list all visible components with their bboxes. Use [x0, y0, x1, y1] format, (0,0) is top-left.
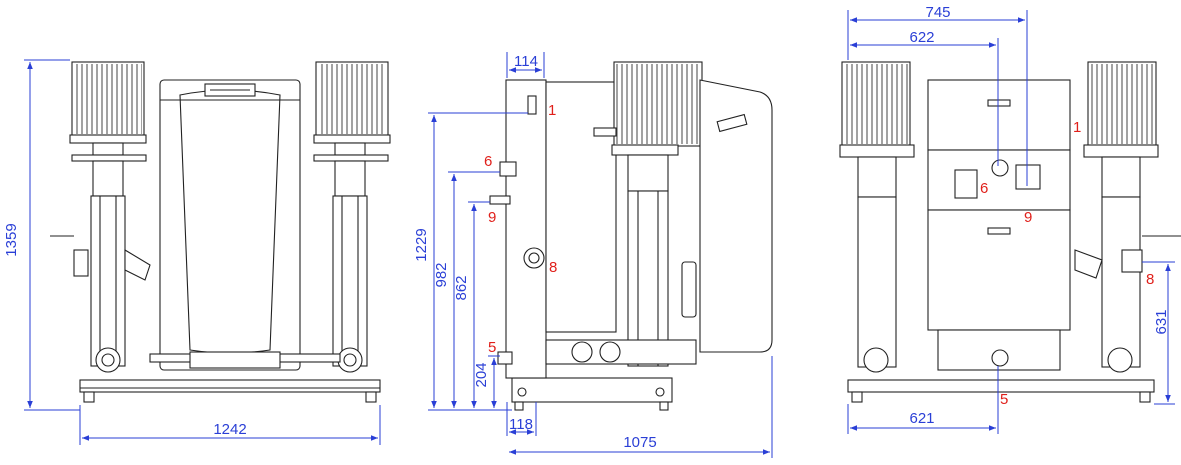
back-callout-9: 9 — [1024, 209, 1032, 226]
dim-side-top: 114 — [514, 53, 538, 70]
back-pump-left — [839, 61, 915, 373]
callout-6: 6 — [484, 153, 492, 170]
dim-back-745: 745 — [925, 4, 950, 21]
side-component-8 — [523, 247, 545, 269]
side-component-5 — [497, 351, 513, 365]
side-base-frame — [511, 377, 673, 403]
callout-1: 1 — [548, 102, 556, 119]
dim-side-1075: 1075 — [623, 434, 656, 451]
dim-width-total: 1242 — [213, 421, 246, 438]
front-base-frame — [79, 379, 381, 393]
dim-height-total: 1359 — [3, 223, 20, 256]
side-component-9 — [489, 195, 511, 205]
front-view: 1359 1242 — [3, 59, 391, 445]
dim-back-622: 622 — [909, 29, 934, 46]
back-strainer — [1074, 249, 1103, 279]
dim-side-1229: 1229 — [413, 228, 430, 261]
back-cabinet — [927, 79, 1071, 371]
front-left-valve — [73, 249, 89, 277]
back-base-frame — [847, 379, 1155, 393]
front-left-strainer — [124, 249, 151, 281]
side-motor — [611, 61, 703, 367]
dim-side-204: 204 — [473, 362, 490, 387]
front-foot-right — [365, 391, 377, 403]
front-pump-left — [69, 61, 147, 373]
side-bottom-piping — [545, 339, 697, 365]
side-component-6 — [499, 161, 517, 177]
callout-9: 9 — [488, 209, 496, 226]
back-callout-5: 5 — [1000, 391, 1008, 408]
back-callout-6: 6 — [980, 180, 988, 197]
side-component-1 — [527, 95, 537, 115]
callout-5: 5 — [488, 339, 496, 356]
dim-side-862: 862 — [453, 275, 470, 300]
back-view: 745 622 621 631 1 6 9 8 5 — [839, 4, 1181, 434]
dim-side-982: 982 — [433, 262, 450, 287]
side-control-cabinet — [699, 79, 773, 353]
callout-8: 8 — [549, 259, 557, 276]
front-control-cabinet — [159, 79, 301, 371]
back-callout-1: 1 — [1073, 119, 1081, 136]
front-pump-right — [313, 61, 391, 373]
front-foot-left — [83, 391, 95, 403]
dim-back-631: 631 — [1153, 309, 1170, 334]
dim-side-118: 118 — [509, 416, 533, 433]
dim-back-621: 621 — [909, 410, 934, 427]
side-rear-panel — [505, 79, 547, 379]
side-view: 114 1229 982 862 204 118 1075 1 6 9 8 5 — [413, 52, 773, 458]
back-callout-8: 8 — [1146, 271, 1154, 288]
back-valve-8 — [1121, 249, 1143, 273]
back-pump-right — [1083, 61, 1159, 373]
